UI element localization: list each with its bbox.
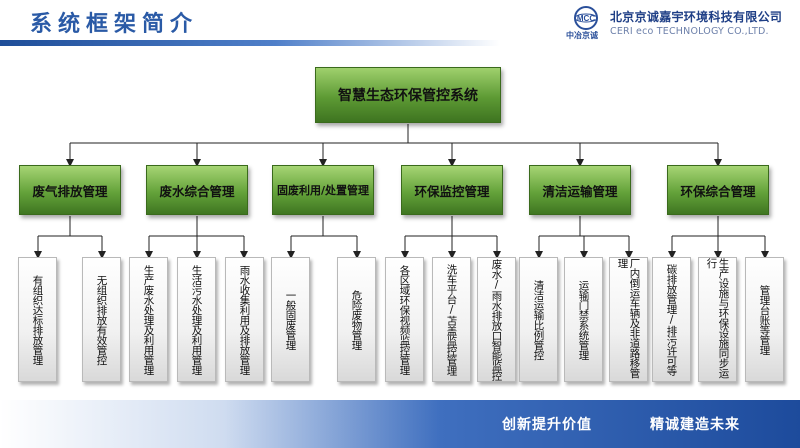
leaf-label: 废水/雨水排放口智能监控 xyxy=(490,258,503,381)
leaf-node: 生产设施与环保设施同步运行 xyxy=(698,257,737,382)
leaf-node: 生产废水处理及利用管理 xyxy=(129,257,168,382)
leaf-node: 清洁运输比例管控 xyxy=(519,257,558,382)
header-stripe xyxy=(0,40,500,46)
leaf-label: 管理台账等管理 xyxy=(758,284,771,355)
leaf-label: 一般固废管理 xyxy=(284,289,297,350)
leaf-label: 危险废物管理 xyxy=(350,289,363,350)
leaf-label: 雨水收集利用及排放管理 xyxy=(238,264,251,375)
category-node-monitoring: 环保监控管理 xyxy=(401,165,503,215)
leaf-label: 碳排放管理/排污许可等 xyxy=(665,263,678,376)
leaf-node: 洗车平台/苫盖监控管理 xyxy=(432,257,471,382)
leaf-label: 清洁运输比例管控 xyxy=(532,279,545,360)
leaf-node: 运输门禁系统管理 xyxy=(564,257,603,382)
leaf-label: 有组织达标排放管理 xyxy=(31,274,44,365)
leaf-node: 碳排放管理/排污许可等 xyxy=(652,257,691,382)
leaf-label: 洗车平台/苫盖监控管理 xyxy=(445,263,458,376)
leaf-label: 厂内倒运车辆及非道路移管理 xyxy=(616,258,641,378)
leaf-label: 各区域环保视频监控管理 xyxy=(398,264,411,375)
leaf-label: 无组织排放有效管控 xyxy=(95,274,108,365)
leaf-label: 生产废水处理及利用管理 xyxy=(142,264,155,375)
leaf-node: 有组织达标排放管理 xyxy=(18,257,57,382)
leaf-node: 雨水收集利用及排放管理 xyxy=(225,257,264,382)
leaf-node: 危险废物管理 xyxy=(337,257,376,382)
leaf-label: 生活污水处理及利用管理 xyxy=(190,264,203,375)
slogan-left: 创新提升价值 xyxy=(502,417,592,433)
root-node: 智慧生态环保管控系统 xyxy=(315,67,501,123)
company-name-en: CERI eco TECHNOLOGY CO.,LTD. xyxy=(610,26,769,37)
footer-banner: 创新提升价值 精诚建造未来 xyxy=(0,400,800,448)
category-node-env-management: 环保综合管理 xyxy=(667,165,769,215)
leaf-node: 一般固废管理 xyxy=(271,257,310,382)
page-title: 系统框架简介 xyxy=(30,12,199,37)
leaf-node: 无组织排放有效管控 xyxy=(82,257,121,382)
category-node-clean-transport: 清洁运输管理 xyxy=(529,165,631,215)
category-node-wastewater: 废水综合管理 xyxy=(146,165,248,215)
slogan-right: 精诚建造未来 xyxy=(650,417,740,433)
logo-text: MCC xyxy=(577,14,595,23)
category-node-exhaust-gas: 废气排放管理 xyxy=(19,165,121,215)
diagram-connectors xyxy=(34,124,769,259)
category-node-solid-waste: 固废利用/处置管理 xyxy=(272,165,374,215)
leaf-node: 生活污水处理及利用管理 xyxy=(177,257,216,382)
leaf-node: 管理台账等管理 xyxy=(745,257,784,382)
company-logo-icon: MCC xyxy=(574,6,598,30)
company-name-cn: 北京京诚嘉宇环境科技有限公司 xyxy=(610,10,783,24)
leaf-node: 厂内倒运车辆及非道路移管理 xyxy=(609,257,648,382)
header: 系统框架简介 MCC 中冶京诚 北京京诚嘉宇环境科技有限公司 CERI eco … xyxy=(0,0,800,52)
logo-caption: 中冶京诚 xyxy=(566,31,598,40)
leaf-label: 运输门禁系统管理 xyxy=(577,279,590,360)
leaf-label: 生产设施与环保设施同步运行 xyxy=(705,258,730,378)
leaf-node: 废水/雨水排放口智能监控 xyxy=(477,257,516,382)
leaf-node: 各区域环保视频监控管理 xyxy=(385,257,424,382)
